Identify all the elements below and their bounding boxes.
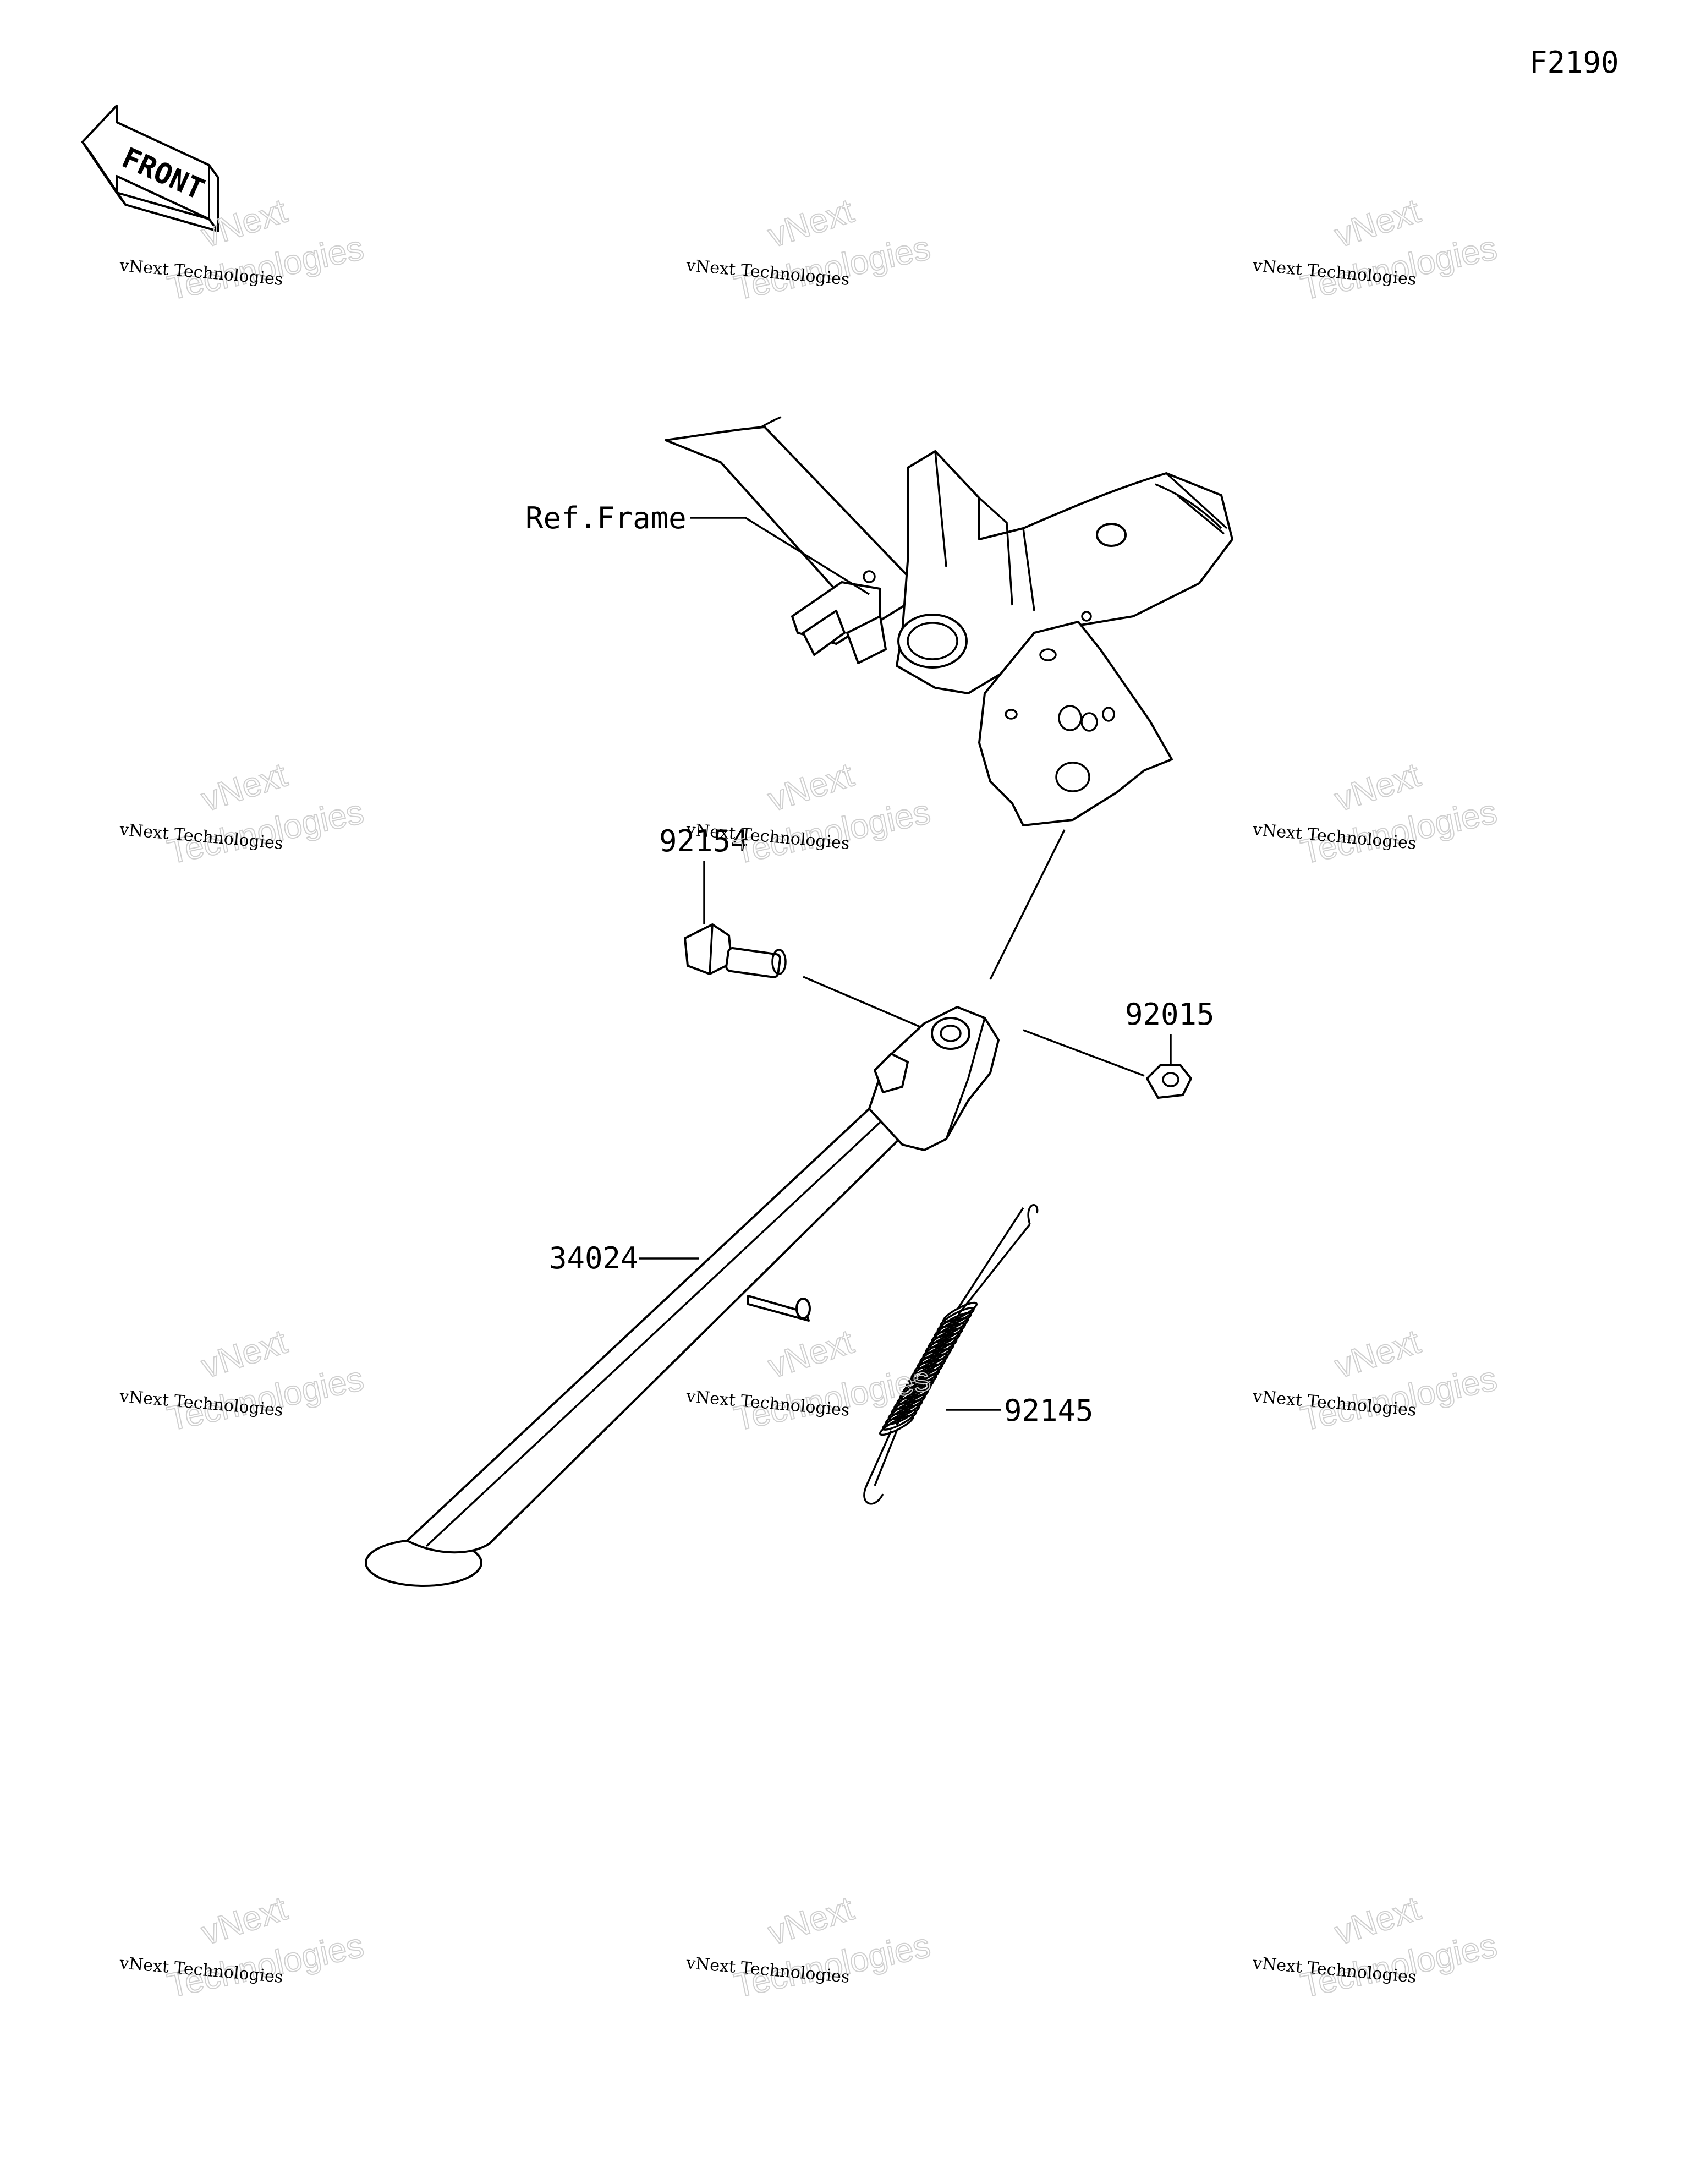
side-stand-part-number: 34024 xyxy=(549,1241,639,1276)
spring-coil xyxy=(879,1414,915,1436)
watermark-logo-top: vNext xyxy=(197,1323,292,1386)
nut-part-number: 92015 xyxy=(1125,997,1215,1032)
spring-part-number: 92145 xyxy=(1004,1393,1094,1428)
ref-frame-label: Ref.Frame xyxy=(525,501,687,535)
watermark-logo-top: vNext xyxy=(197,1890,292,1953)
nut-92015-illustration xyxy=(1146,1064,1192,1099)
frame-reference-illustration xyxy=(665,416,1233,826)
watermark-logo-top: vNext xyxy=(764,1323,858,1386)
watermark-logo-top: vNext xyxy=(1330,192,1425,255)
bolt-92154-illustration xyxy=(684,923,787,978)
bolt-part-number: 92154 xyxy=(659,824,749,858)
side-stand-34024-illustration xyxy=(365,1006,1000,1587)
watermark-logo-top: vNext xyxy=(764,192,858,255)
spring-92145-illustration xyxy=(863,1204,1039,1505)
watermark-logo-top: vNext xyxy=(764,1890,858,1953)
watermark-logo-top: vNext xyxy=(1330,1323,1425,1386)
watermark-logo-top: vNext xyxy=(1330,1890,1425,1953)
watermark-logo-top: vNext xyxy=(197,756,292,819)
figure-code: F2190 xyxy=(1529,45,1619,80)
front-direction-arrow-icon: FRONT xyxy=(81,105,219,232)
watermark-logo-top: vNext xyxy=(764,756,858,819)
watermark-logo-top: vNext xyxy=(1330,756,1425,819)
